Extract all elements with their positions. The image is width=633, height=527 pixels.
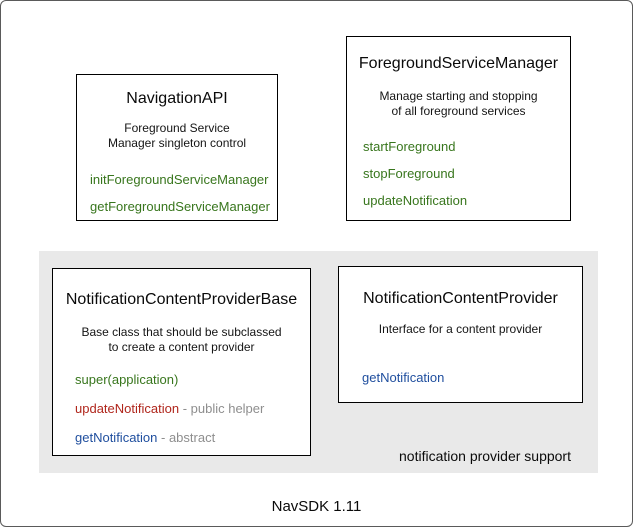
class-description-line: Base class that should be subclassed	[81, 325, 282, 339]
method-label: updateNotification	[75, 401, 180, 416]
class-description-line: to create a content provider	[108, 340, 255, 354]
group-label-notification-provider-support: notification provider support	[399, 448, 571, 464]
diagram-footer-title: NavSDK 1.11	[271, 498, 362, 515]
class-title-notification-content-provider: NotificationContentProvider	[363, 290, 558, 307]
class-title-foreground-service-manager: ForegroundServiceManager	[358, 55, 559, 72]
method-annotation: - public helper	[179, 401, 265, 416]
method-annotation: - abstract	[157, 430, 216, 445]
class-title-notification-content-provider-base: NotificationContentProviderBase	[65, 291, 298, 308]
method-init-foreground-service-manager: initForegroundServiceManager	[90, 172, 269, 187]
method-update-notification: updateNotification	[363, 193, 468, 208]
method-super-application: super(application)	[75, 373, 264, 387]
class-description-line: Manage starting and stopping	[379, 89, 538, 103]
class-box-navigation-api: NavigationAPI Foreground Service Manager…	[76, 74, 278, 221]
method-start-foreground: startForeground	[363, 139, 456, 154]
method-stop-foreground: stopForeground	[363, 166, 455, 181]
class-box-foreground-service-manager: ForegroundServiceManager Manage starting…	[346, 36, 571, 221]
method-get-notification: getNotification - abstract	[75, 431, 264, 445]
class-box-notification-content-provider: NotificationContentProvider Interface fo…	[338, 266, 583, 403]
method-get-foreground-service-manager: getForegroundServiceManager	[90, 199, 270, 214]
method-update-notification: updateNotification - public helper	[75, 402, 264, 416]
class-description-line: Interface for a content provider	[378, 322, 543, 336]
method-label: getNotification	[75, 430, 158, 445]
class-box-notification-content-provider-base: NotificationContentProviderBase Base cla…	[52, 268, 311, 456]
class-description-line: of all foreground services	[391, 104, 526, 118]
class-title-navigation-api: NavigationAPI	[126, 90, 228, 107]
class-description-line: Foreground Service	[124, 121, 230, 135]
class-description-line: Manager singleton control	[107, 136, 247, 150]
method-label: super(application)	[75, 372, 179, 387]
method-get-notification: getNotification	[362, 370, 445, 385]
